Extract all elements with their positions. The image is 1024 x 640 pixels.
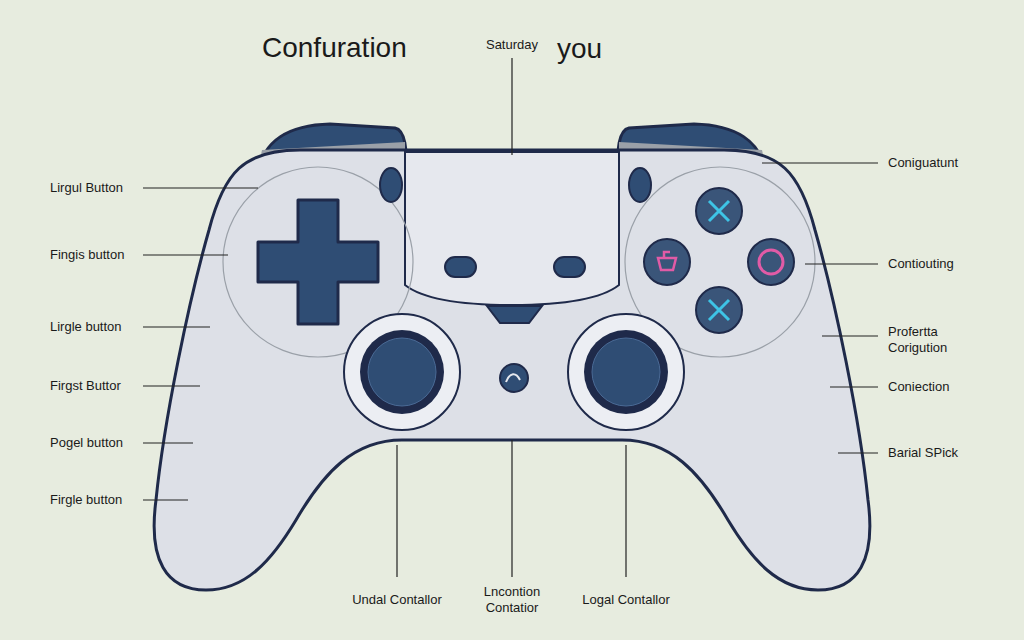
start-button [554, 257, 585, 277]
touch-panel [405, 152, 619, 305]
cross-symbol [709, 201, 729, 221]
callout-label: Profertta Corigution [888, 324, 988, 357]
home-icon [506, 374, 520, 382]
analog-stick-cap [592, 338, 660, 406]
circle-symbol [759, 250, 783, 274]
face-button [696, 287, 742, 333]
callout-label: Firgst Buttor [50, 378, 121, 394]
leader-lines [143, 58, 878, 577]
analog-stick-cap [368, 338, 436, 406]
diagram-title: Confuration [262, 30, 407, 65]
heading-word: you [557, 31, 602, 66]
square-symbol [658, 252, 676, 270]
d-pad [258, 200, 378, 324]
callout-label: Undal Contallor [352, 592, 442, 608]
share-button [380, 168, 402, 202]
stick-ring [568, 314, 684, 430]
options-button [629, 168, 651, 202]
stick-ring [344, 314, 460, 430]
center-button [487, 306, 542, 323]
controller-body [154, 150, 870, 590]
face-button [696, 188, 742, 234]
callout-label: Lncontion Contatior [467, 584, 557, 617]
callout-label: Saturday [486, 37, 538, 53]
analog-stick [360, 330, 444, 414]
callout-label: Logal Contallor [581, 592, 671, 608]
callout-label: Lirgle button [50, 319, 122, 335]
analog-stick [584, 330, 668, 414]
face-button [644, 239, 690, 285]
callout-label: Coniection [888, 379, 949, 395]
callout-label: Firgle button [50, 492, 122, 508]
cross-symbol [709, 300, 729, 320]
callout-label: Lirgul Button [50, 180, 123, 196]
home-button [500, 364, 528, 392]
callout-label: Pogel button [50, 435, 123, 451]
callout-label: Contiouting [888, 256, 954, 272]
face-button [748, 239, 794, 285]
callout-label: Barial SPick [888, 445, 958, 461]
callout-label: Coniguatunt [888, 155, 958, 171]
select-button [445, 257, 476, 277]
callout-label: Fingis button [50, 247, 124, 263]
